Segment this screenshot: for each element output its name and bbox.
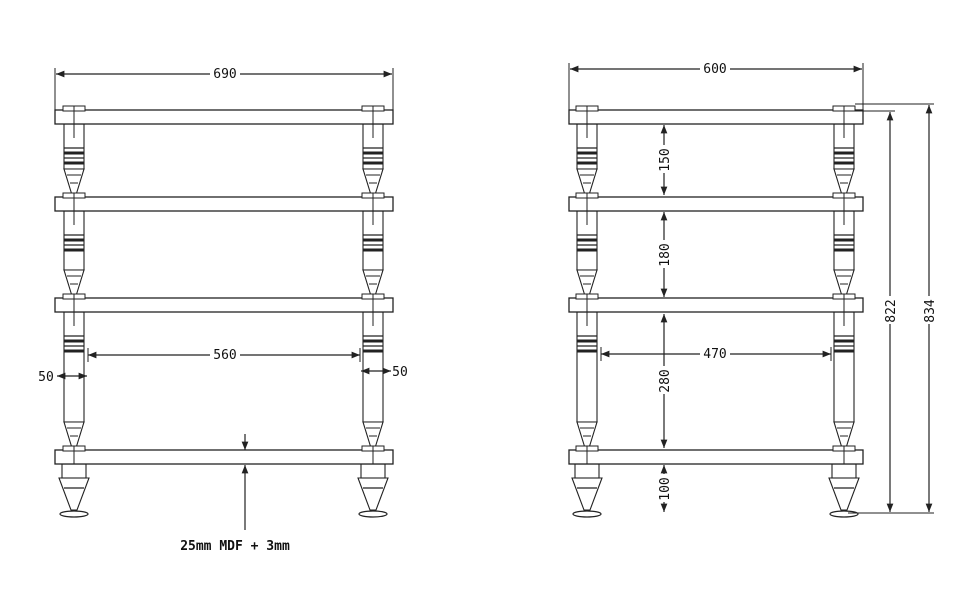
side-depth-dimension: 600 <box>568 61 864 110</box>
side-shelf-1 <box>568 105 864 125</box>
gap-label-3: 280 <box>658 369 673 392</box>
side-leg-right-3 <box>833 311 855 449</box>
side-floor-spike-left <box>571 463 603 518</box>
front-shelf-2 <box>54 192 394 212</box>
front-right-offset-dimension: 50 <box>361 365 408 380</box>
height-outer-label: 834 <box>923 299 938 323</box>
shelf-thickness-callout: 25mm MDF + 3mm <box>180 434 290 554</box>
front-leg-left-2 <box>63 210 85 297</box>
side-inner-span-label: 470 <box>703 347 726 362</box>
side-leg-left-3 <box>576 311 598 449</box>
front-inner-span-label: 560 <box>213 348 236 363</box>
side-inner-span-dimension: 470 <box>600 346 832 362</box>
front-leg-left-3 <box>63 311 85 449</box>
side-vertical-gaps: 150 180 280 100 <box>658 125 673 512</box>
shelf-thickness-note: 25mm MDF + 3mm <box>180 539 290 554</box>
front-width-dimension: 690 <box>54 66 394 110</box>
gap-label-4: 100 <box>658 477 673 500</box>
front-floor-spike-right <box>357 463 389 518</box>
front-width-label: 690 <box>213 67 236 82</box>
side-leg-left-1 <box>576 123 598 196</box>
side-leg-left-2 <box>576 210 598 297</box>
front-leg-right-1 <box>362 123 384 196</box>
gap-label-2: 180 <box>658 243 673 266</box>
side-leg-right-2 <box>833 210 855 297</box>
gap-label-1: 150 <box>658 148 673 171</box>
front-leg-left-1 <box>63 123 85 196</box>
height-inner-label: 822 <box>884 299 899 322</box>
front-shelf-3 <box>54 293 394 313</box>
side-shelf-2 <box>568 192 864 212</box>
front-inner-span-dimension: 560 <box>87 347 361 363</box>
front-left-offset-label: 50 <box>38 370 54 385</box>
side-depth-label: 600 <box>703 62 726 77</box>
side-floor-spike-right <box>828 463 860 518</box>
side-shelf-4 <box>568 445 864 465</box>
side-shelf-3 <box>568 293 864 313</box>
front-view <box>54 105 394 518</box>
front-shelf-4 <box>54 445 394 465</box>
side-height-dimensions: 822 834 <box>848 103 938 514</box>
front-shelf-1 <box>54 105 394 125</box>
front-leg-right-3 <box>362 311 384 449</box>
front-left-offset-dimension: 50 <box>38 370 87 385</box>
front-floor-spike-left <box>58 463 90 518</box>
side-view <box>568 105 864 518</box>
front-leg-right-2 <box>362 210 384 297</box>
side-leg-right-1 <box>833 123 855 196</box>
front-right-offset-label: 50 <box>392 365 408 380</box>
